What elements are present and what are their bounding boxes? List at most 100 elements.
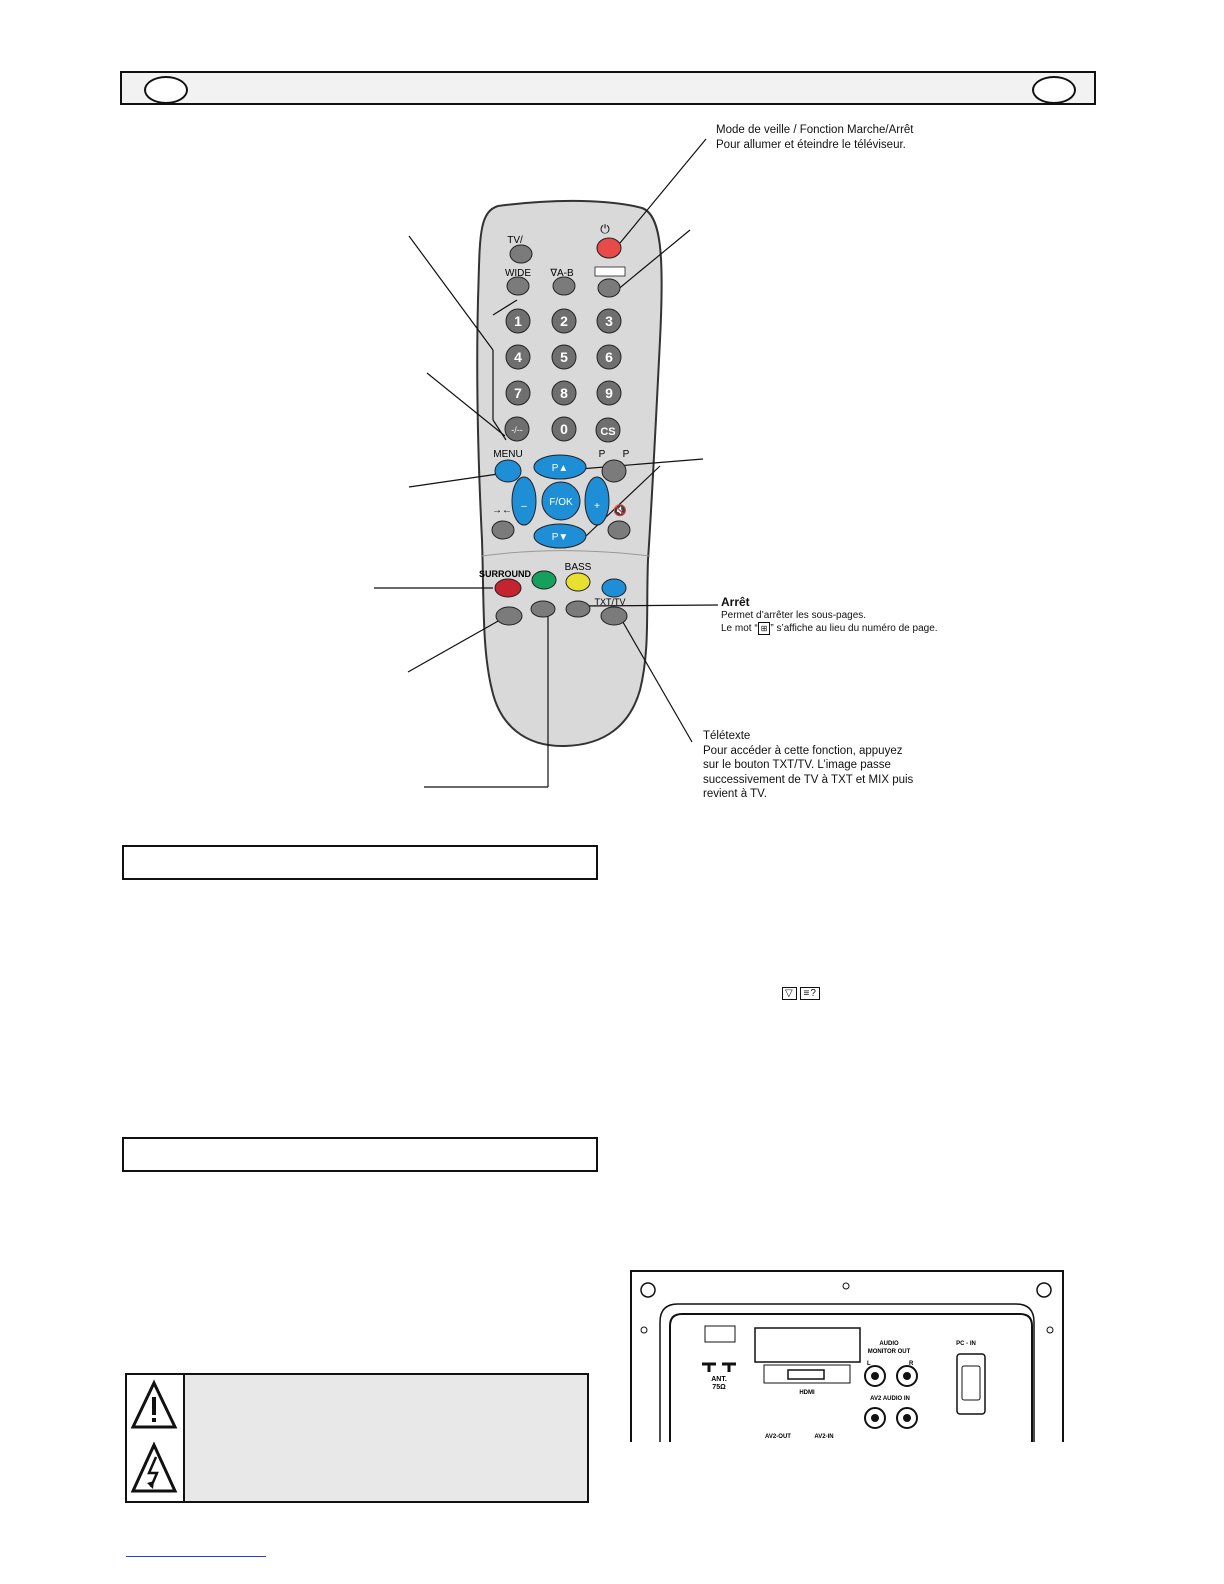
volume-down-label: –: [521, 501, 527, 512]
warning-icons: [127, 1375, 185, 1501]
cyan-button[interactable]: [601, 578, 627, 598]
volume-down-button[interactable]: [511, 476, 537, 526]
callout-standby-title: Mode de veille / Fonction Marche/Arrêt: [716, 124, 914, 136]
cs-button[interactable]: [595, 417, 621, 443]
digit-3-label: 3: [605, 313, 613, 329]
electric-shock-icon: [130, 1441, 178, 1493]
digit-5-button[interactable]: [551, 344, 577, 370]
callout-teletext-line-2: sur le bouton TXT/TV. L’image passe: [703, 759, 891, 771]
ant-connector-icon: [702, 1362, 736, 1372]
program-down-button[interactable]: [533, 523, 587, 549]
audio-monitor-label-2: MONITOR OUT: [868, 1349, 911, 1355]
digit-0-button[interactable]: [551, 416, 577, 442]
ant-label: ANT.: [711, 1376, 727, 1383]
digit-6-button[interactable]: [596, 344, 622, 370]
txt-tv-label: TXT/TV: [595, 597, 626, 607]
ant-cover: [704, 1325, 736, 1343]
surround-label: SURROUND: [479, 569, 532, 579]
hold-button[interactable]: [565, 600, 591, 618]
callout-teletext-line-4: revient à TV.: [703, 788, 767, 800]
screw-hole-right: [1036, 1282, 1052, 1298]
pp-button[interactable]: [601, 459, 627, 483]
dash-button[interactable]: [504, 416, 530, 442]
tv-av-button[interactable]: [509, 244, 533, 264]
screw-hole-left: [640, 1282, 656, 1298]
teletext-mode-button[interactable]: [597, 278, 621, 298]
power-label: ⏻: [600, 222, 610, 236]
volume-up-button[interactable]: [584, 476, 610, 526]
digit-7-button[interactable]: [505, 380, 531, 406]
wide-button[interactable]: [506, 276, 530, 296]
ab-button[interactable]: [552, 276, 576, 296]
digit-3-button[interactable]: [596, 308, 622, 334]
callout-stop-title: Arrêt: [721, 595, 750, 609]
teletext-info-icon: ≡?: [800, 987, 820, 1000]
mute-button[interactable]: [607, 520, 631, 540]
ab-label: ∇A-B: [549, 268, 574, 279]
callout-stop-line1: Permet d’arrêter les sous-pages.: [721, 609, 867, 621]
language-badge-left: [144, 76, 188, 104]
zoom-button[interactable]: [491, 520, 515, 540]
volume-up-label: +: [594, 501, 600, 512]
digit-1-button[interactable]: [505, 308, 531, 334]
program-down-label: P▼: [552, 532, 569, 543]
digit-6-label: 6: [605, 349, 613, 365]
callout-teletext-line-3: successivement de TV à TXT et MIX puis: [703, 773, 914, 786]
menu-button[interactable]: [494, 459, 522, 483]
ant-ohm-label: 75Ω: [712, 1384, 726, 1391]
vga-port[interactable]: [961, 1365, 981, 1401]
callout-teletext-line-1: Pour accéder à cette fonction, appuyez: [703, 744, 903, 757]
program-up-button[interactable]: [533, 454, 587, 480]
monitor-left-label: L: [867, 1361, 871, 1367]
av2-audio-in-label: AV2 AUDIO IN: [870, 1396, 910, 1402]
callout-stop-line2-after: ” s’affiche au lieu du numéro de page.: [770, 623, 938, 634]
digit-4-button[interactable]: [505, 344, 531, 370]
yellow-button[interactable]: [565, 572, 591, 592]
mount-hole-top: [842, 1282, 850, 1290]
zoom-icon: →←: [492, 505, 512, 516]
digit-1-label: 1: [514, 313, 522, 329]
txt-tv-button[interactable]: [600, 606, 628, 626]
connector-panel: ANT. 75Ω HDMI AUDIO MONITOR OUT L R AV2 …: [630, 1270, 1064, 1442]
reveal-button[interactable]: [495, 606, 523, 626]
section-box-2: [122, 1137, 598, 1172]
pc-in-label: PC - IN: [956, 1341, 976, 1347]
mount-hole-left: [640, 1326, 648, 1334]
power-button[interactable]: [596, 237, 622, 259]
program-up-label: P▲: [552, 463, 569, 474]
red-button[interactable]: [494, 578, 522, 598]
header-bar: [120, 71, 1096, 105]
digit-2-label: 2: [560, 313, 568, 329]
language-badge-right: [1032, 76, 1076, 104]
remote-divider: [481, 550, 651, 557]
index-button[interactable]: [530, 600, 556, 618]
digit-8-label: 8: [560, 385, 568, 401]
digit-8-button[interactable]: [551, 380, 577, 406]
hdmi-port[interactable]: [787, 1369, 825, 1380]
monitor-right-label: R: [909, 1361, 914, 1367]
green-button[interactable]: [531, 570, 557, 590]
teletext-glyph: ▽ ≡?: [782, 987, 820, 1000]
leader-lines: [374, 138, 719, 788]
callout-standby-body: Pour allumer et éteindre le téléviseur.: [716, 138, 906, 151]
audio-monitor-label: AUDIO: [879, 1341, 899, 1347]
warning-box: [125, 1373, 589, 1503]
digit-2-button[interactable]: [551, 308, 577, 334]
digit-9-button[interactable]: [596, 380, 622, 406]
digit-4-label: 4: [514, 349, 522, 365]
teletext-mode-icon: [594, 266, 626, 277]
callout-teletext-title: Télétexte: [703, 730, 751, 742]
callout-standby: Mode de veille / Fonction Marche/Arrêt P…: [716, 123, 1016, 152]
mount-hole-right: [1046, 1326, 1054, 1334]
footer-link-underline[interactable]: [126, 1556, 266, 1557]
fok-label: F/OK: [549, 497, 573, 508]
callout-stop-line2-before: Le mot “: [721, 623, 758, 634]
cs-label: CS: [600, 426, 615, 438]
fok-button[interactable]: [541, 481, 581, 521]
dash-label: -/--: [511, 425, 523, 435]
pp-label-2: P: [623, 449, 630, 460]
digit-0-label: 0: [560, 421, 568, 437]
section-box-1: [122, 845, 598, 880]
